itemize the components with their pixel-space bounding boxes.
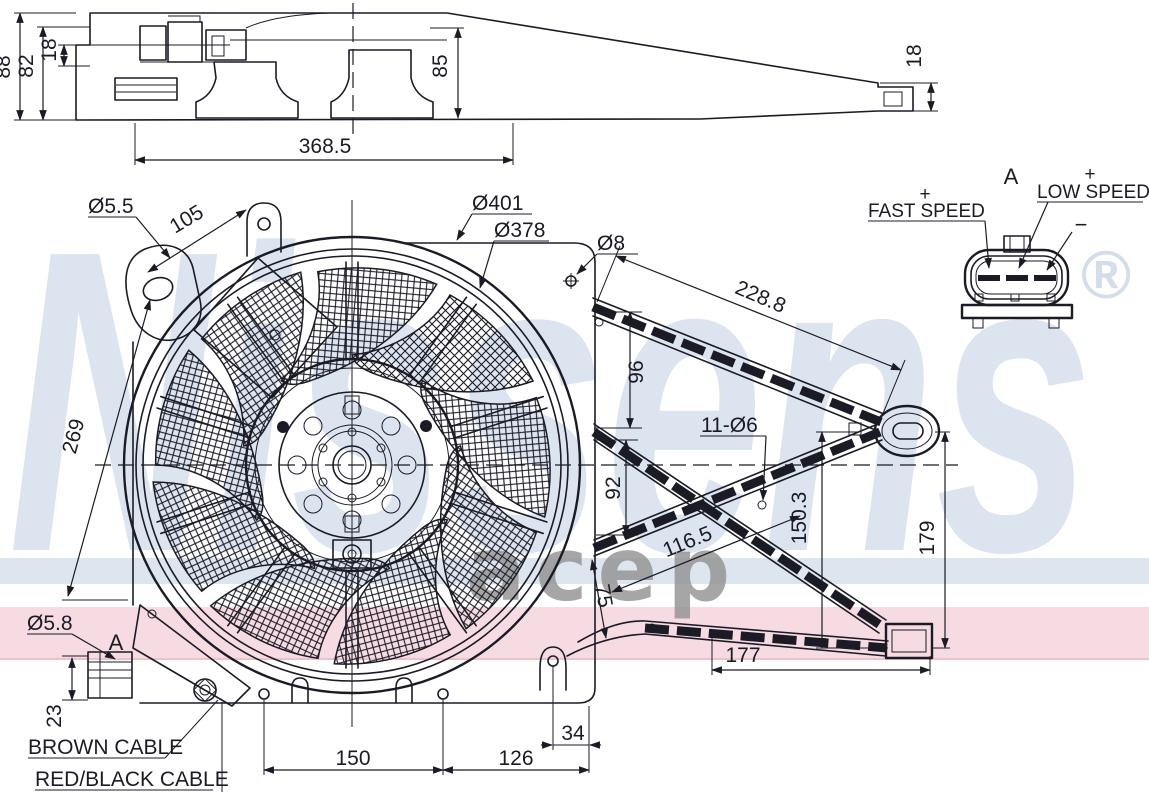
registered-mark-watermark: ®: [1081, 237, 1131, 313]
dim-top-height: 18: [38, 38, 61, 61]
red-black-cable-label: RED/BLACK CABLE: [35, 768, 229, 791]
dim-outer-height: 179: [916, 520, 939, 555]
dim-shroud-height: 82: [15, 54, 38, 77]
dim-inner-height: 150.3: [788, 492, 811, 545]
motor-hub: [244, 357, 460, 573]
dim-motor-height: 85: [429, 54, 452, 77]
low-speed-label: LOW SPEED: [1037, 182, 1149, 203]
dim-pitch-bottom-2: 126: [498, 747, 533, 770]
dim-bracket-height: 18: [903, 44, 926, 67]
dim-gap-mid: 92: [602, 476, 625, 499]
bar-end-bracket: [884, 622, 934, 660]
frame-eye-mount: [873, 404, 941, 458]
connector-view-label: A: [1004, 164, 1019, 189]
fast-speed-plus-sign: +: [919, 184, 930, 205]
connector-detail: + FAST SPEED A + LOW SPEED −: [868, 164, 1149, 329]
cable-bracket: [87, 604, 251, 707]
omega-mount: [539, 646, 567, 691]
shroud-right-bottom-edge: [139, 261, 596, 704]
frame-bottom-bar: [644, 623, 888, 653]
shroud-top-edge: [403, 242, 596, 263]
dim-dia-outer: Ø401: [472, 192, 523, 215]
side-view: 88 82 18 85 368.5 18: [0, 3, 938, 165]
dim-pitch-bottom-3: 34: [561, 722, 585, 745]
dim-overall-width: 368.5: [299, 135, 352, 158]
minus-sign: −: [1075, 212, 1088, 237]
fast-speed-label: FAST SPEED: [868, 201, 985, 222]
dim-hole-bottom: Ø5.8: [27, 612, 73, 635]
dim-drop: 75: [590, 582, 617, 609]
pink-band-edge: [0, 658, 1149, 660]
section-label-a: A: [109, 630, 124, 655]
dim-hole-top: Ø8: [597, 232, 625, 255]
dim-bottom-length: 177: [725, 644, 760, 667]
top-mount-tab: [246, 202, 282, 257]
pink-band: [0, 607, 1149, 660]
connector-body: [963, 248, 1070, 307]
dim-overall-height: 88: [0, 55, 15, 78]
dim-holes: 11-Ø6: [701, 414, 758, 437]
brown-cable-label: BROWN CABLE: [28, 736, 183, 759]
dim-pitch-bottom-1: 150: [335, 747, 370, 770]
low-speed-plus-sign: +: [1084, 164, 1095, 185]
dim-hole-small: Ø5.5: [88, 195, 134, 218]
dim-connector-height: 23: [43, 704, 66, 727]
dim-dia-ring: Ø378: [494, 219, 545, 242]
dim-gap-top: 96: [625, 360, 648, 383]
